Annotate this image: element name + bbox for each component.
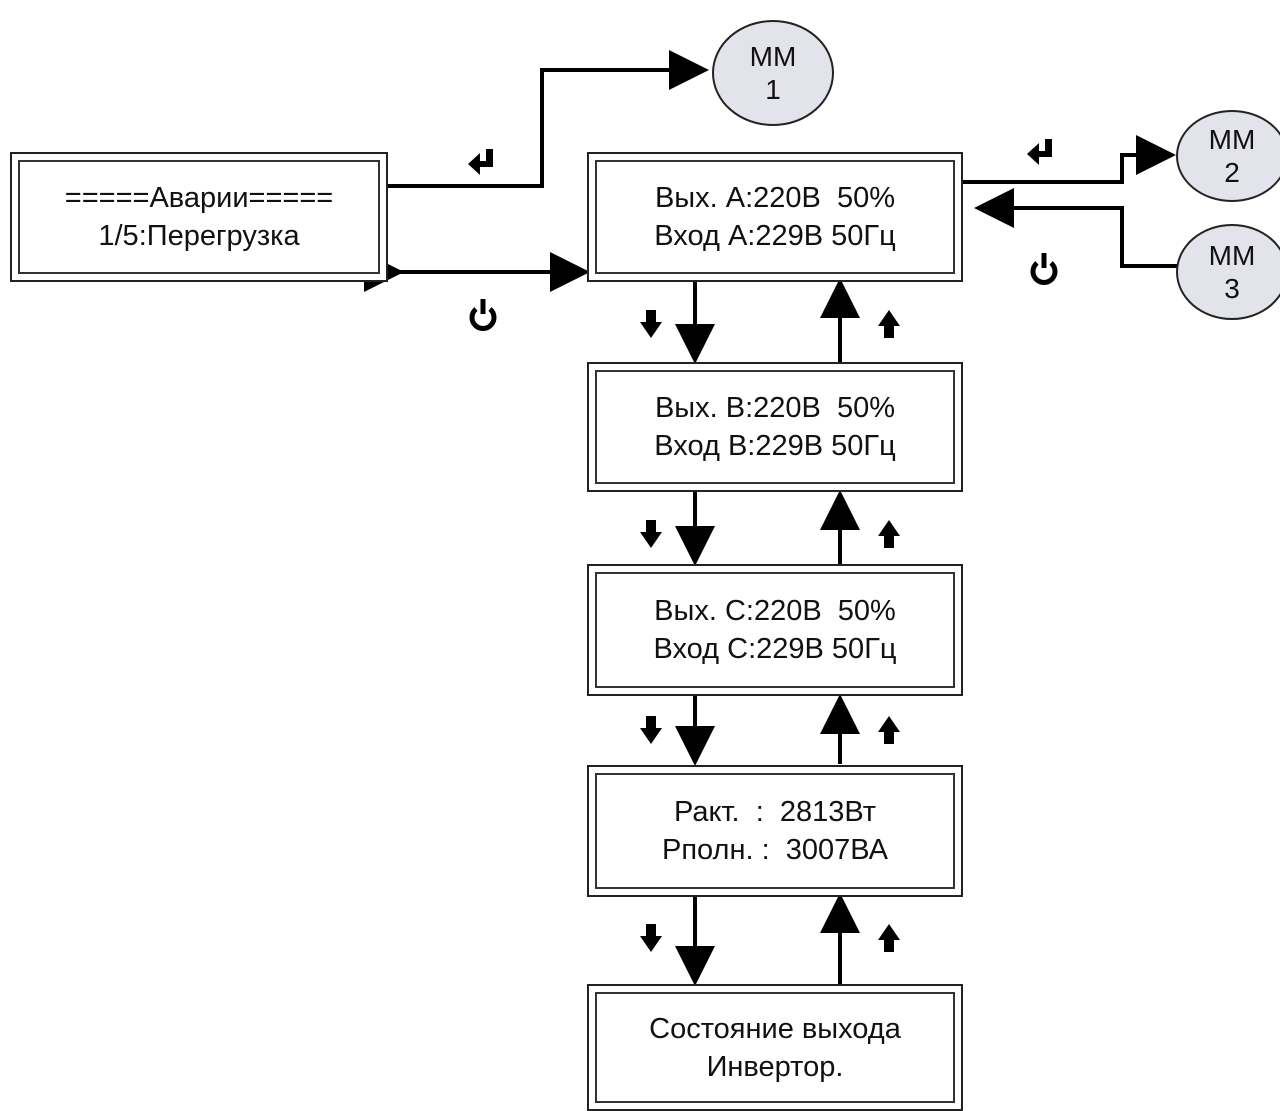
node-number: 1: [765, 74, 781, 105]
screen-line-1: Вых. В:220В 50%: [654, 392, 896, 424]
link-phase-a-to-mm2: [962, 135, 1176, 184]
up-arrow-icon: [878, 924, 900, 952]
up-arrow-icon: [878, 520, 900, 548]
enter-icon: [1027, 139, 1052, 165]
down-arrow-icon: [640, 716, 662, 744]
node-number: 2: [1224, 157, 1240, 188]
screen-line-1: Состояние выхода: [649, 1012, 901, 1045]
main-menu-node-1: ММ 1: [712, 20, 834, 126]
screen-phase-c: Вых. С:220В 50% Вход С:229В 50Гц: [587, 564, 963, 696]
down-arrow-icon: [640, 310, 662, 338]
node-label: ММ: [749, 41, 797, 72]
screen-line-2: Инвертор.: [706, 1050, 844, 1083]
main-menu-node-3: ММ 3: [1176, 224, 1280, 320]
up-arrow-icon: [878, 310, 900, 338]
screen-power: Ракт. : 2813Вт Рполн. : 3007ВА: [587, 765, 963, 897]
up-arrow-icon: [878, 716, 900, 744]
node-number: 3: [1224, 273, 1240, 304]
screen-line-2: 1/5:Перегрузка: [98, 220, 300, 252]
screen-line-1: Вых. A:220В 50%: [654, 182, 896, 214]
main-menu-node-2: ММ 2: [1176, 110, 1280, 202]
link-alarms-to-mm1: [386, 50, 709, 188]
node-label: ММ: [1208, 240, 1256, 271]
screen-line-2: Вход С:229В 50Гц: [653, 633, 897, 665]
power-icon: [469, 299, 497, 331]
node-label: ММ: [1208, 124, 1256, 155]
screen-alarms: =====Аварии===== 1/5:Перегрузка: [10, 152, 388, 282]
enter-icon: [468, 149, 493, 175]
screen-output-state: Состояние выхода Инвертор.: [587, 984, 963, 1111]
screen-phase-a: Вых. A:220В 50% Вход A:229В 50Гц: [587, 152, 963, 282]
screen-line-2: Вход A:229В 50Гц: [654, 220, 896, 252]
screen-line-2: Рполн. : 3007ВА: [662, 834, 888, 866]
screen-line-1: Вых. С:220В 50%: [654, 595, 896, 627]
link-mm3-to-phase-a: [974, 188, 1178, 268]
screen-line-2: Вход В:229В 50Гц: [654, 430, 896, 462]
down-arrow-icon: [640, 924, 662, 952]
screen-line-1: Ракт. : 2813Вт: [673, 796, 877, 828]
down-arrow-icon: [640, 520, 662, 548]
screen-line-1: =====Аварии=====: [64, 182, 334, 214]
screen-phase-b: Вых. В:220В 50% Вход В:229В 50Гц: [587, 362, 963, 492]
power-icon: [1030, 253, 1058, 285]
